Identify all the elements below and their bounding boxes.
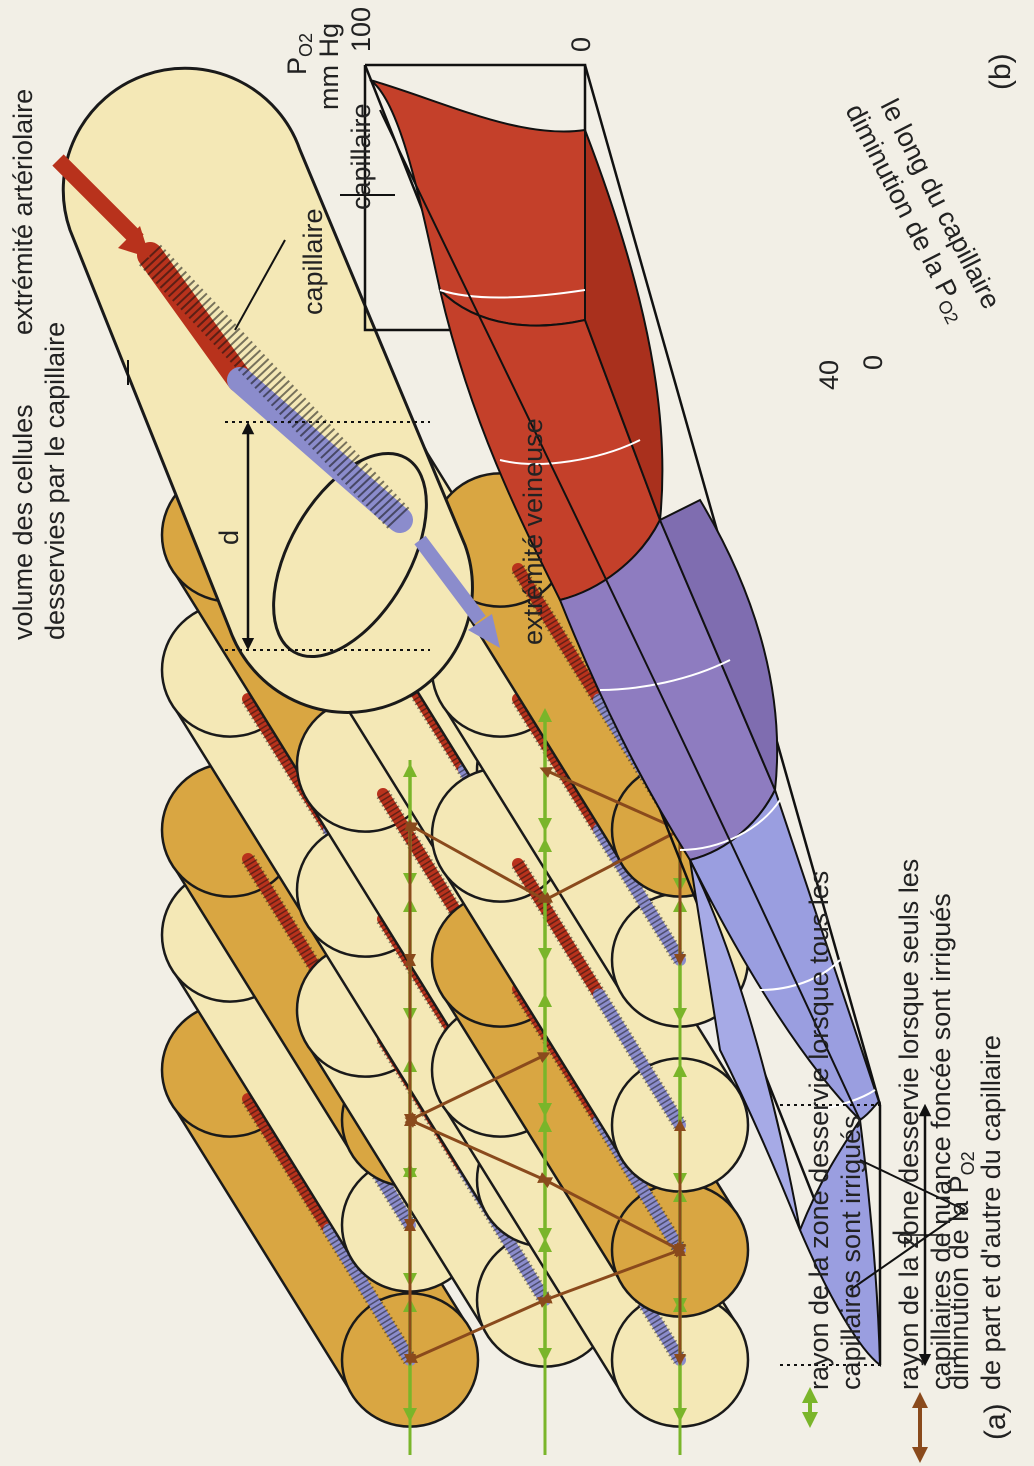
d-label-bottom: d bbox=[888, 1230, 918, 1245]
volume-label-line2: desservies par le capillaire bbox=[40, 322, 70, 640]
capillaire-label-bottom: capillaire bbox=[346, 103, 376, 210]
axis-unit: mm Hg bbox=[314, 23, 344, 110]
side-label-line1: diminution de la PO2 bbox=[944, 1151, 978, 1390]
panel-b-label: (b) bbox=[984, 53, 1017, 90]
tick-0-top: 0 bbox=[566, 37, 596, 52]
venous-end-label: extrémité veineuse bbox=[518, 418, 548, 645]
tick-100: 100 bbox=[346, 7, 376, 52]
legend-green-line2: capillaires sont irrigués bbox=[836, 1115, 866, 1390]
axis-title-main: P bbox=[282, 57, 312, 75]
axis-title-sub: O2 bbox=[296, 33, 316, 57]
tick-0-bottom: 0 bbox=[858, 355, 888, 370]
legend-green-line1: rayon de la zone desservie lorsque tous … bbox=[804, 871, 834, 1390]
arterial-end-label: extrémité artériolaire bbox=[8, 89, 38, 335]
panel-a-label: (a) bbox=[979, 1403, 1012, 1440]
tick-40: 40 bbox=[814, 360, 844, 390]
surface-red-zone bbox=[370, 80, 585, 326]
legend-brown-line1: rayon de la zone desservie lorsque seuls… bbox=[894, 859, 924, 1390]
d-label-top: d bbox=[214, 530, 244, 545]
axis-title: PO2 bbox=[282, 33, 316, 75]
capillaire-label-top: capillaire bbox=[298, 208, 328, 315]
side-label-line2: de part et d'autre du capillaire bbox=[976, 1035, 1006, 1390]
volume-label-line1: volume des cellules bbox=[8, 404, 38, 640]
